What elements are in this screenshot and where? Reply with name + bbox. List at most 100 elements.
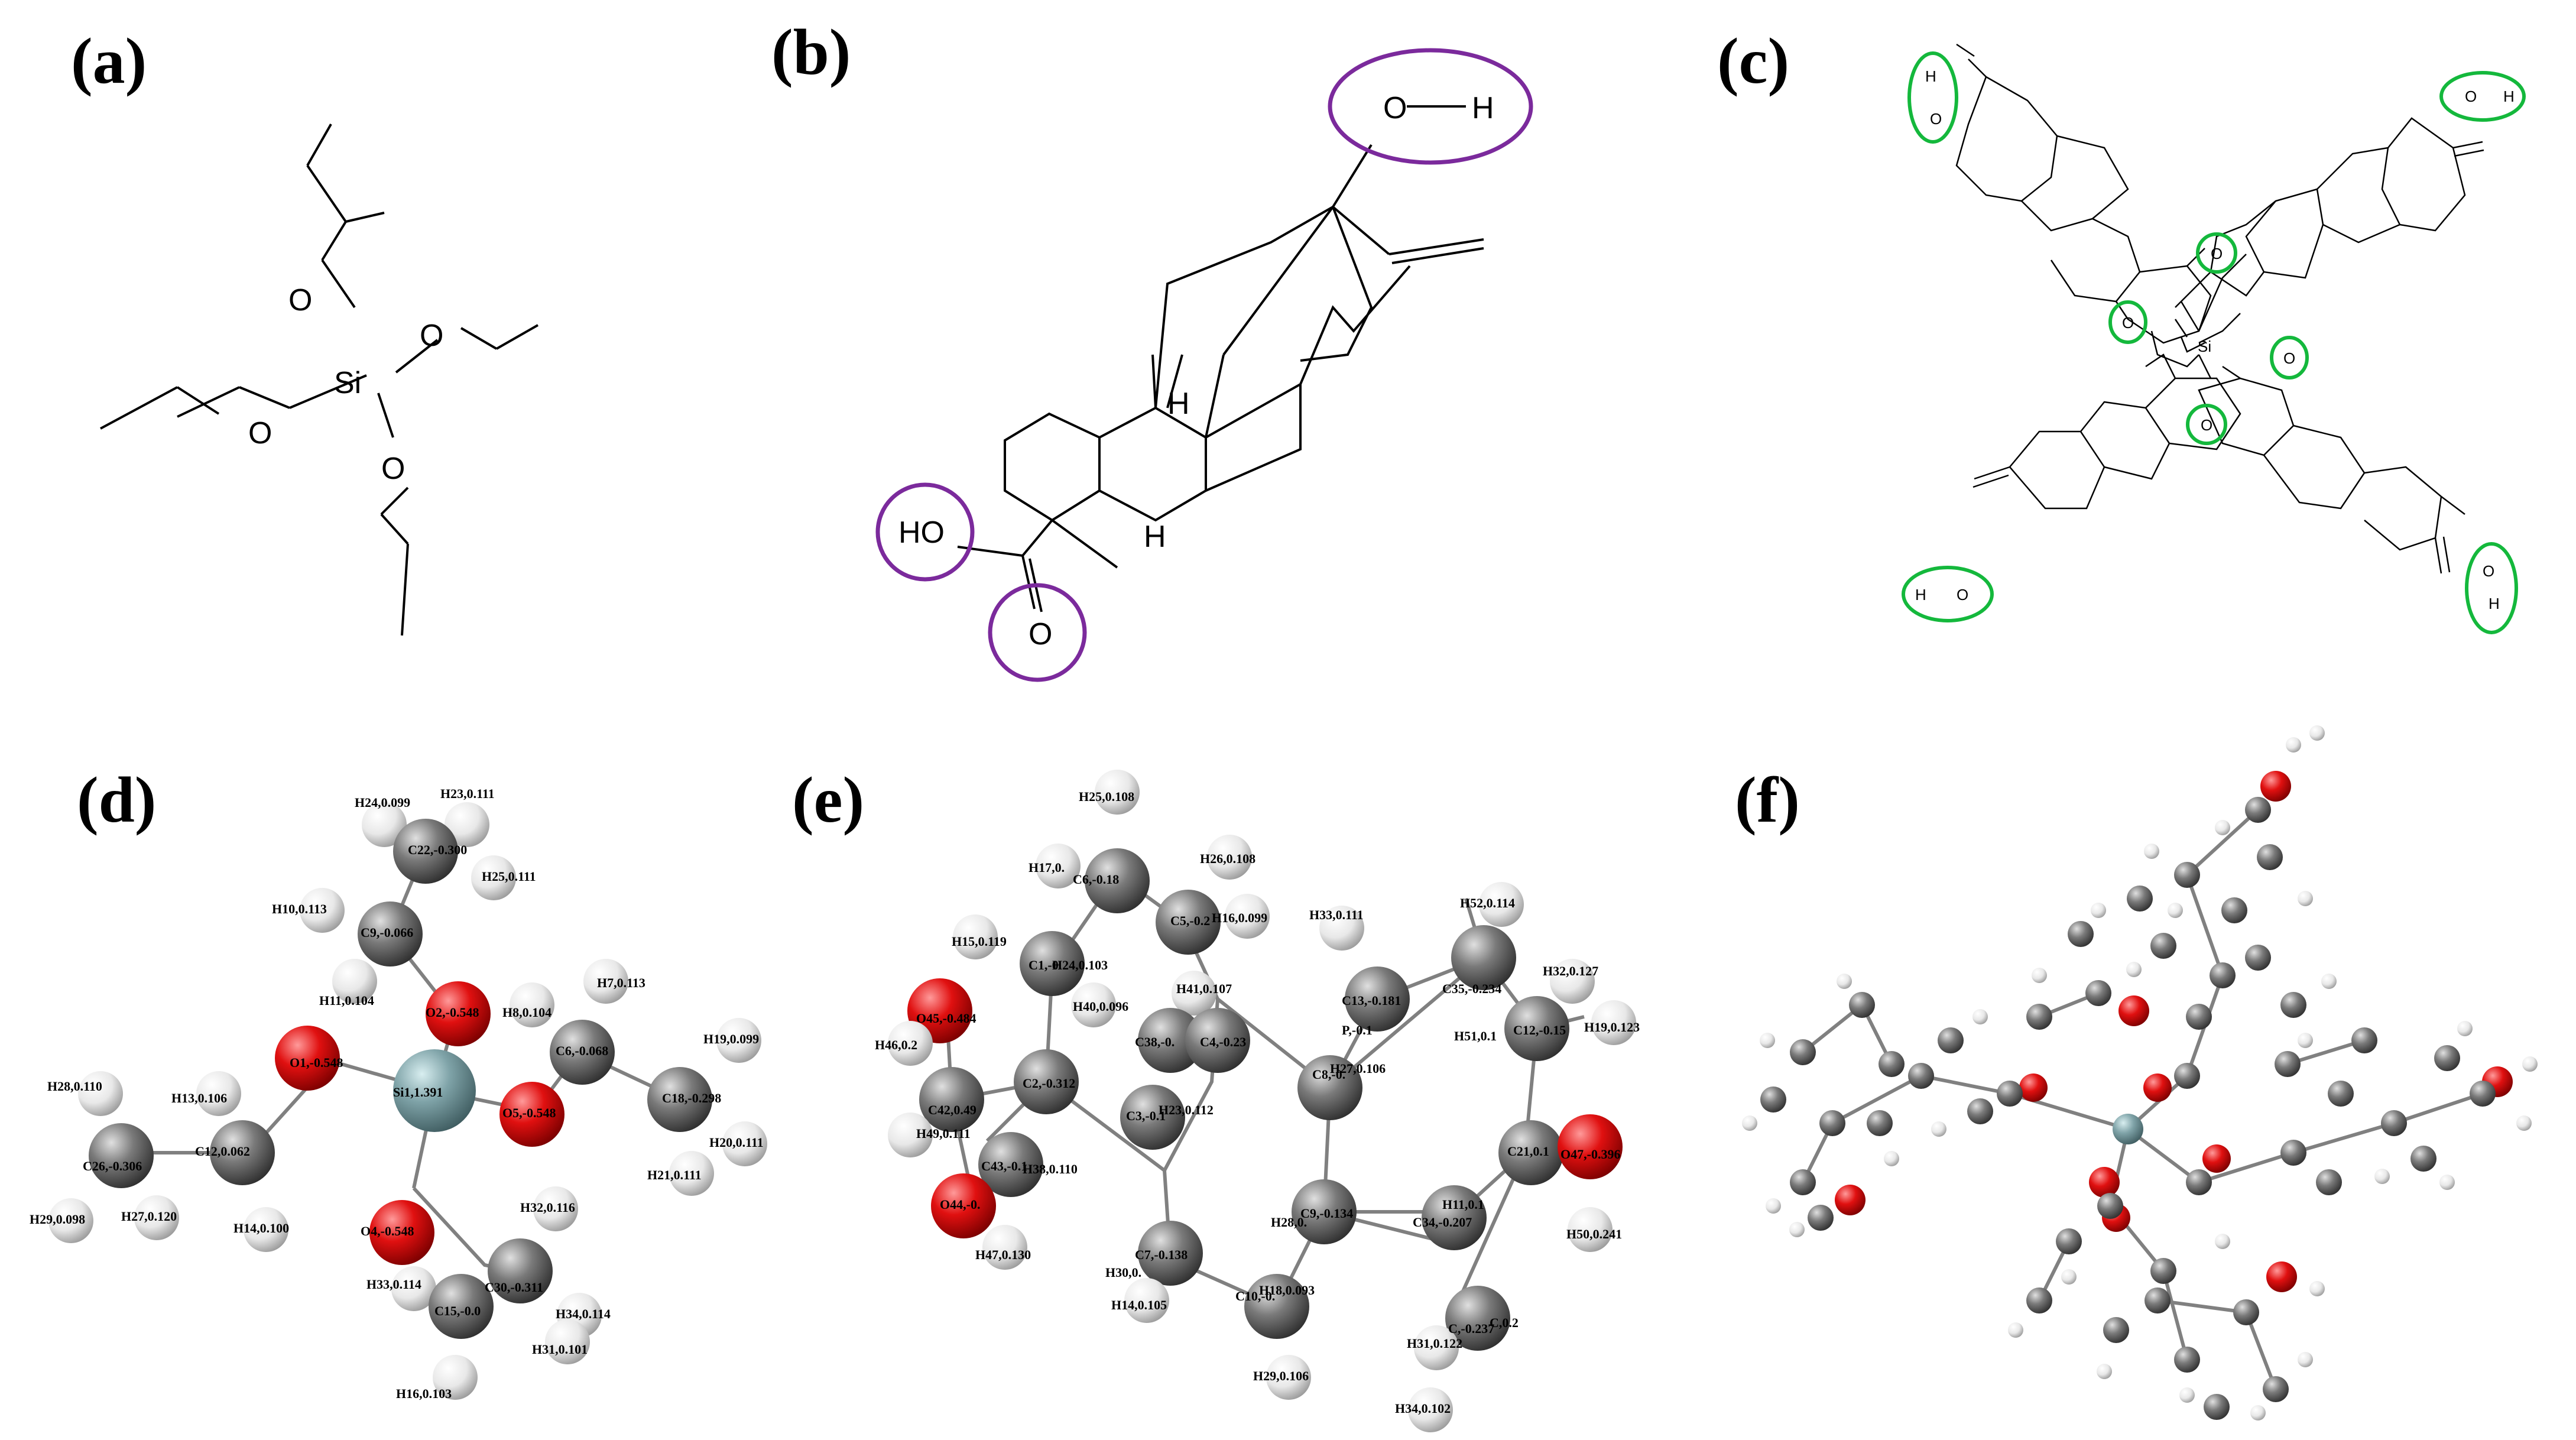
f-atom-carbon (2026, 1287, 2052, 1313)
b-atom-h-mid: H (1167, 387, 1190, 421)
f-atom-carbon (1867, 1110, 1893, 1136)
e-atom-h-17 (1036, 844, 1081, 888)
f-atom-hydrogen (2061, 1269, 2077, 1285)
atom-charge-label: O45,-0.484 (916, 1011, 976, 1026)
f-atom-carbon (2233, 1299, 2259, 1325)
b-atom-h-top: H (1472, 91, 1494, 125)
f-atom-hydrogen (2321, 974, 2337, 989)
atom-charge-label: H27,0.120 (121, 1209, 177, 1224)
f-atom-carbon (1819, 1110, 1845, 1136)
b-atom-o-top: O (1383, 91, 1407, 125)
atom-charge-label: O44,-0. (940, 1197, 980, 1212)
atom-charge-label: H21,0.111 (647, 1167, 702, 1182)
atom-charge-label: H33,0.114 (366, 1277, 421, 1292)
f-atom-hydrogen (1766, 1198, 1781, 1214)
atom-charge-label: Si1,1.391 (393, 1085, 443, 1100)
f-atom-carbon (1790, 1039, 1816, 1065)
atom-charge-label: C7,-0.138 (1135, 1247, 1188, 1262)
c-atom-o-1: O (1930, 110, 1942, 128)
panel-label-b: (b) (771, 16, 851, 88)
atom-charge-label: C26,-0.306 (83, 1159, 142, 1173)
d-atom-c15 (429, 1274, 494, 1339)
c-atom-si: Si (2198, 338, 2211, 355)
e-atom-c2 (1014, 1049, 1079, 1114)
f-atom-o-1 (2260, 771, 2291, 802)
f-atom-carbon (2280, 1140, 2306, 1166)
f-atom-hydrogen (2032, 968, 2047, 983)
f-atom-carbon (1938, 1027, 1964, 1053)
atom-charge-label: H15,0.119 (952, 934, 1007, 949)
e-atom-o44 (931, 1173, 996, 1238)
atom-charge-label: H10,0.113 (272, 901, 327, 916)
d-atom-h-32 (533, 1186, 578, 1231)
atom-charge-label: C1,-0. (1029, 958, 1062, 972)
a-atom-o-left: O (248, 416, 272, 450)
f-atom-hydrogen (2298, 891, 2313, 906)
atom-charge-label: H23,0.112 (1159, 1102, 1214, 1117)
d-atom-h-16 (433, 1355, 478, 1400)
c-highlight-5 (2270, 336, 2309, 380)
f-atom-carbon (1808, 1205, 1834, 1231)
atom-charge-label: H16,0.099 (1212, 910, 1267, 925)
b-atom-h-low: H (1144, 520, 1166, 554)
e-atom-h-15 (953, 914, 998, 959)
atom-charge-label: O5,-0.548 (502, 1105, 556, 1120)
panel-label-e: (e) (792, 764, 864, 836)
f-atom-carbon (2085, 980, 2111, 1006)
f-atom-hydrogen (2298, 1352, 2313, 1367)
f-atom-hydrogen (1931, 1121, 1946, 1137)
f-atom-carbon (2434, 1045, 2460, 1071)
c-atom-h-1: H (1925, 67, 1936, 85)
a-atom-o-top: O (288, 283, 312, 317)
atom-charge-label: H33,0.111 (1309, 907, 1364, 922)
f-atom-hydrogen (2298, 1033, 2313, 1048)
c-atom-o-2: O (2465, 87, 2477, 105)
f-carbon-cloud (1760, 797, 2496, 1420)
b-atom-o-carbonyl: O (1029, 617, 1052, 651)
a-atom-o-right: O (420, 319, 443, 353)
e-atom-h-31 (1414, 1325, 1459, 1370)
atom-charge-label: C30,-0.311 (485, 1280, 543, 1295)
c-atom-h-3: H (1915, 586, 1926, 604)
atom-charge-label: H28,0. (1271, 1215, 1307, 1230)
atom-charge-label: H34,0.102 (1395, 1401, 1451, 1416)
e-atom-c10 (1244, 1274, 1309, 1339)
c-atom-o-4: O (2122, 314, 2134, 332)
atom-charge-label: H28,0.110 (47, 1079, 102, 1094)
atom-charge-label: H32,0.127 (1543, 964, 1598, 978)
atom-charge-label: H23,0.111 (440, 786, 495, 801)
e-atom-h-25 (1095, 770, 1140, 815)
e-atom-h-14 (1124, 1278, 1169, 1323)
panel-label-c: (c) (1717, 25, 1789, 97)
atom-charge-label: C38,-0. (1135, 1034, 1175, 1049)
d-atom-h-19 (716, 1018, 761, 1063)
e-atom-c1 (1020, 931, 1085, 996)
atom-charge-label: H14,0.105 (1111, 1298, 1167, 1312)
f-atom-hydrogen (2215, 820, 2230, 835)
f-atom-carbon (2221, 897, 2247, 923)
f-atom-carbon (1908, 1063, 1934, 1089)
d-atom-h-21 (669, 1151, 714, 1196)
f-atom-hydrogen (2091, 903, 2106, 918)
atom-charge-label: C9,-0.066 (361, 925, 413, 940)
f-atom-carbon (2174, 1063, 2200, 1089)
d-atom-h-27 (134, 1195, 179, 1240)
atom-charge-label: C43,-0.1 (981, 1159, 1027, 1173)
atom-charge-label: H17,0. (1029, 860, 1065, 875)
f-atom-carbon (2381, 1110, 2407, 1136)
b-highlight-oh-top (1328, 48, 1533, 165)
e-atom-h-34 (1408, 1387, 1453, 1432)
atom-charge-label: H51,0.1 (1454, 1029, 1497, 1043)
e-atom-c9 (1292, 1179, 1357, 1244)
f-atom-carbon (2103, 1317, 2129, 1343)
e-atom-h-29 (1266, 1355, 1311, 1400)
d-atom-h-28 (78, 1071, 123, 1116)
f-atom-o-3 (2019, 1073, 2048, 1102)
e-atom-c3 (1120, 1085, 1185, 1150)
atom-charge-label: C42,0.49 (928, 1102, 976, 1117)
f-atom-o-9 (1835, 1185, 1866, 1215)
d-atom-h-14 (244, 1207, 288, 1252)
atom-charge-label: H31,0.122 (1407, 1336, 1462, 1351)
e-atom-h-40 (1071, 982, 1116, 1027)
atom-charge-label: H19,0.123 (1584, 1020, 1640, 1034)
